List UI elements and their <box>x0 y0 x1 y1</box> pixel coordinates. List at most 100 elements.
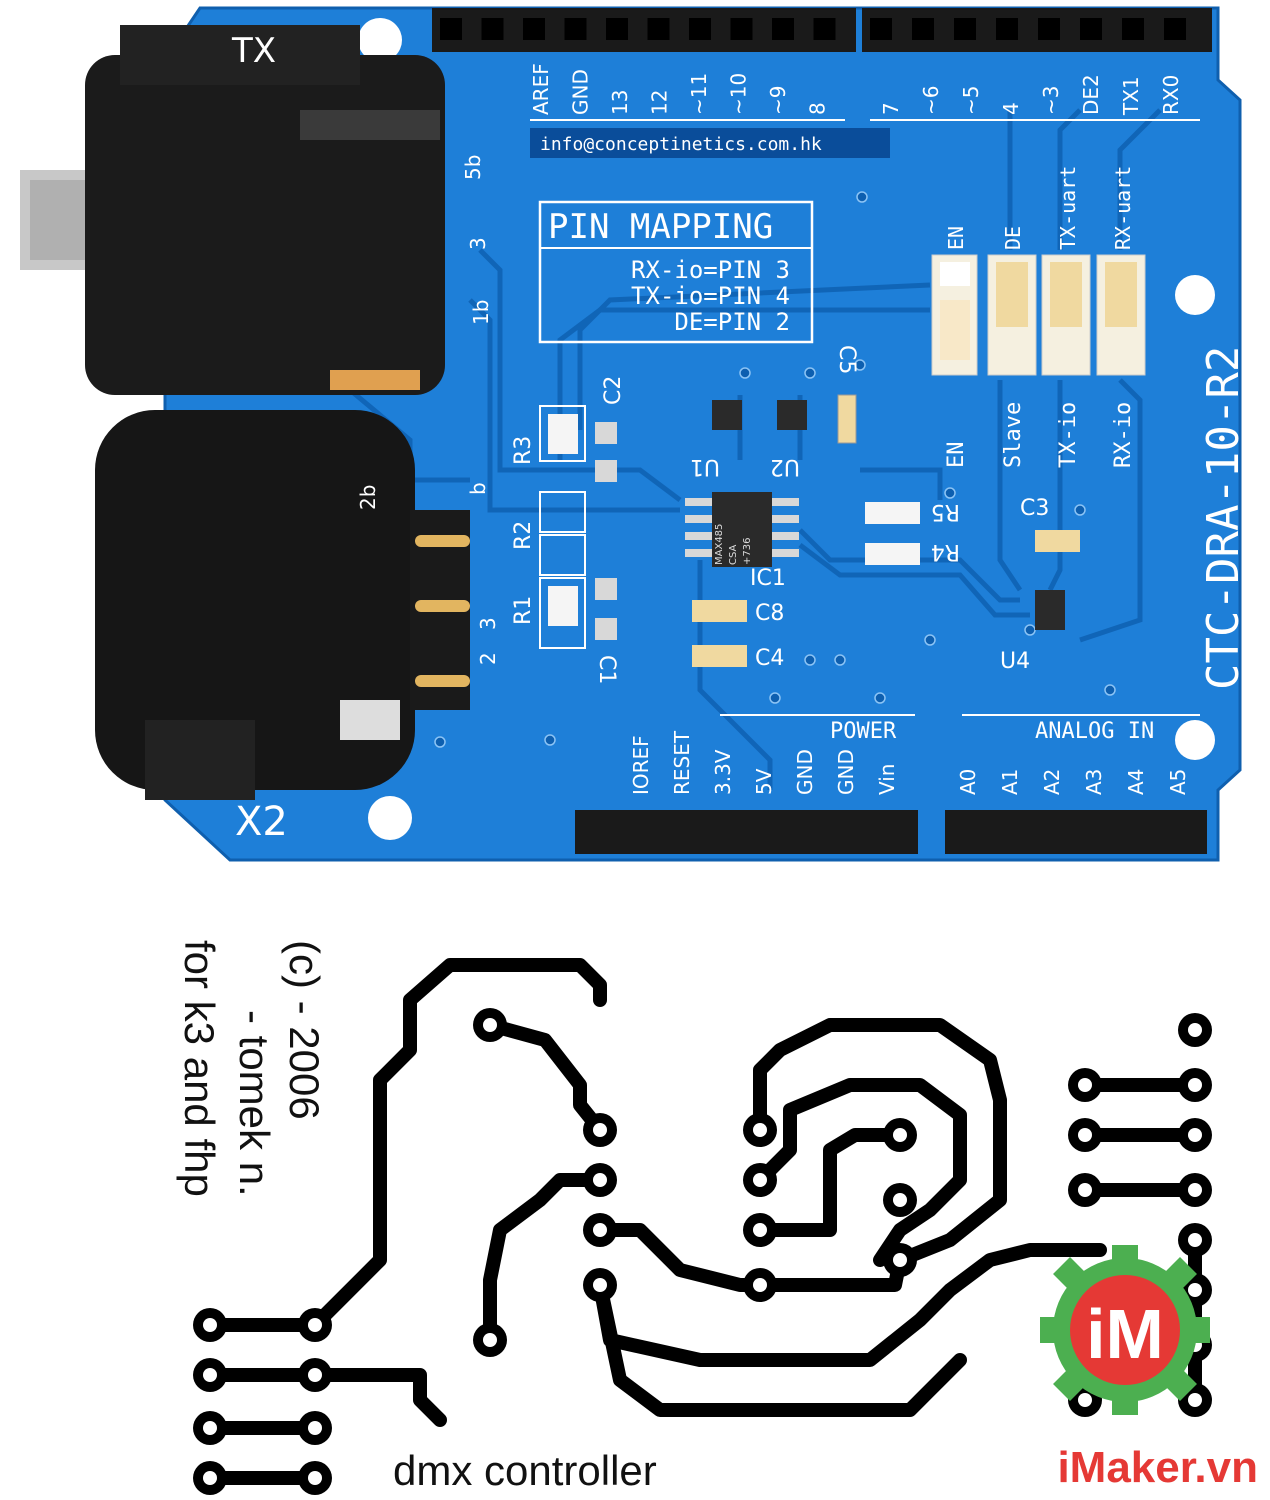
label-u2: U2 <box>770 454 800 479</box>
label-u1: U1 <box>690 454 720 479</box>
pin-mapping-title: PIN MAPPING <box>548 207 773 247</box>
mounting-hole <box>358 18 402 62</box>
pad-hole <box>1188 1023 1202 1037</box>
pad-hole <box>308 1421 322 1435</box>
vias <box>434 191 1116 748</box>
label-c4: C4 <box>755 646 784 671</box>
xlr-connector-x1 <box>20 25 445 395</box>
bottom-pin-label: IOREF <box>629 735 653 795</box>
label-c3: C3 <box>1020 496 1049 521</box>
pad-hole <box>593 1173 607 1187</box>
top-pin-label: ~3 <box>1039 86 1063 115</box>
bottom-pin-label: RESET <box>670 730 694 795</box>
top-pin-label: AREF <box>529 63 553 115</box>
pad-hole <box>483 1018 497 1032</box>
analog-pin-label: A0 <box>956 769 980 795</box>
pin-mapping-box: PIN MAPPING RX-io=PIN 3 TX-io=PIN 4 DE=P… <box>538 200 814 344</box>
jumper-label-bottom: Slave <box>1001 402 1026 468</box>
pad-hole <box>203 1421 217 1435</box>
label-x2: X2 <box>235 799 288 845</box>
label-r4: R4 <box>931 539 960 564</box>
pad-hole <box>308 1318 322 1332</box>
pad-hole <box>1078 1128 1092 1142</box>
pad-hole <box>753 1123 767 1137</box>
analog-pin-label: A5 <box>1166 769 1190 795</box>
jumper-label-top: EN <box>944 226 968 250</box>
top-pin-label: TX1 <box>1119 76 1143 116</box>
header-hole <box>730 18 753 40</box>
top-pin-label: 12 <box>648 90 672 115</box>
jumper-label-bottom: RX-io <box>1111 402 1136 468</box>
pad-hole <box>893 1128 907 1142</box>
bottom-pin-label: Vin <box>875 764 899 795</box>
pad-hole <box>1188 1393 1202 1407</box>
mounting-hole <box>368 796 412 840</box>
label-r5: R5 <box>931 499 960 524</box>
top-pin-label: ~6 <box>919 86 943 115</box>
jumper-label-top: DE <box>1001 226 1025 250</box>
top-pin-label: RX0 <box>1159 75 1183 115</box>
header-hole <box>606 18 628 40</box>
label-c8: C8 <box>755 601 784 626</box>
pad-hole <box>593 1223 607 1237</box>
x2-pin-label: b <box>466 482 490 495</box>
pad-hole <box>203 1318 217 1332</box>
pcb-layout-drawing: (c) - 2006 - tomek n. for k3 and fhp dmx… <box>176 940 1212 1495</box>
label-r2: R2 <box>511 521 536 550</box>
power-label: POWER <box>830 719 897 744</box>
label-c1: C1 <box>594 655 619 684</box>
header-hole <box>1080 18 1102 40</box>
jumper-label-top: RX-uart <box>1111 166 1135 250</box>
top-pin-label: ~10 <box>727 73 751 115</box>
component-labels: IC1 C8 C4 C3 U4 C2 R3 R2 R1 C1 U1 U2 C5 … <box>511 345 1049 684</box>
board-name: CTC-DRA-10-R2 <box>1198 346 1249 690</box>
pad-hole <box>1188 1183 1202 1197</box>
pad-hole <box>308 1368 322 1382</box>
mounting-hole <box>1175 275 1215 315</box>
pad-hole <box>1078 1078 1092 1092</box>
brand-text: iMaker.vn <box>1057 1443 1258 1492</box>
pad-hole <box>203 1368 217 1382</box>
header-hole <box>689 18 711 40</box>
pad-hole <box>593 1278 607 1292</box>
pad-hole <box>593 1123 607 1137</box>
analog-pin-label: A2 <box>1040 769 1064 795</box>
pin-mapping-line: DE=PIN 2 <box>674 308 790 336</box>
chip-ic1: MAX485 CSA +736 <box>685 492 799 567</box>
top-pin-label: ~5 <box>959 86 983 115</box>
header-hole <box>440 18 462 40</box>
header-hole <box>870 18 892 40</box>
analog-pin-label: A4 <box>1124 769 1148 795</box>
credit-line: - tomek n. <box>231 1010 278 1197</box>
pad-hole <box>893 1253 907 1267</box>
top-pin-label: ~11 <box>687 73 711 115</box>
header-hole <box>954 18 976 40</box>
header-hole <box>1038 18 1060 40</box>
jumper-label-top: TX-uart <box>1056 166 1080 250</box>
ic1-marking: CSA <box>728 544 739 565</box>
layout-title: dmx controller <box>393 1447 657 1494</box>
power-header <box>575 810 918 854</box>
bottom-pin-label: 3.3V <box>711 749 735 795</box>
pad-hole <box>1188 1078 1202 1092</box>
ic1-marking: MAX485 <box>714 524 725 565</box>
x1-pin-label: 5b <box>461 155 485 180</box>
label-x1: TX <box>231 31 276 71</box>
ic1-marking: +736 <box>742 538 753 565</box>
capacitor-c5 <box>837 394 857 444</box>
board-traces <box>348 108 1162 790</box>
pad-hole <box>1188 1283 1202 1297</box>
email-label: info@conceptinetics.com.hk <box>540 134 822 155</box>
header-hole <box>996 18 1018 40</box>
pad-hole <box>893 1193 907 1207</box>
pad-hole <box>753 1173 767 1187</box>
pad-hole <box>753 1278 767 1292</box>
analog-label: ANALOG IN <box>1035 719 1154 744</box>
analog-pin-label: A1 <box>998 769 1022 795</box>
